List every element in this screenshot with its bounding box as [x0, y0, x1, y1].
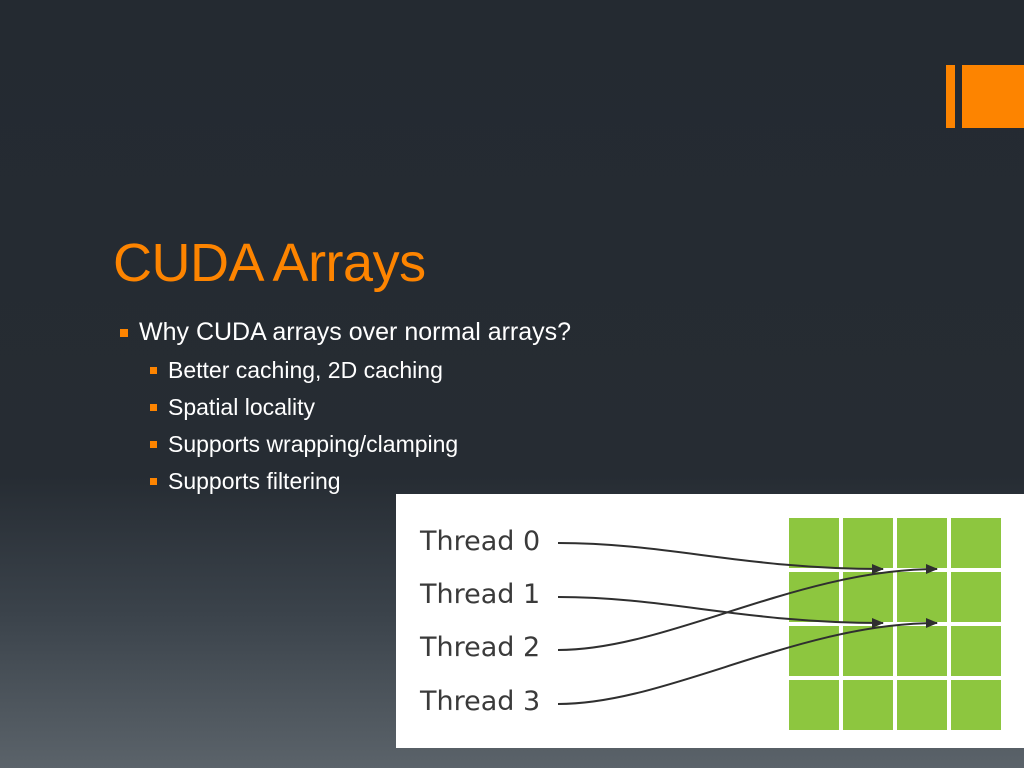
grid-cell: [789, 680, 839, 730]
grid-cell: [897, 626, 947, 676]
accent-bar-thick: [962, 65, 1024, 128]
grid-cell: [789, 518, 839, 568]
thread-arrow: [557, 564, 938, 651]
thread-mapping-diagram: [557, 518, 1001, 730]
accent-bar-thin: [946, 65, 955, 128]
grid-cell: [951, 572, 1001, 622]
bullet-main: Why CUDA arrays over normal arrays?: [120, 318, 571, 347]
sub-bullet: Spatial locality: [150, 394, 315, 421]
grid-cell: [951, 626, 1001, 676]
sub-bullet-text: Spatial locality: [168, 394, 316, 420]
thread-label: Thread 1: [420, 579, 541, 610]
grid-cell: [843, 680, 893, 730]
grid-cell: [843, 518, 893, 568]
thread-label: Thread 3: [420, 686, 541, 717]
grid-cell: [897, 572, 947, 622]
sub-bullet: Better caching, 2D caching: [150, 357, 443, 384]
sub-bullet-text: Supports wrapping/clamping: [168, 431, 459, 457]
thread-arrow: [557, 596, 884, 628]
sub-bullet-text: Better caching, 2D caching: [168, 357, 443, 383]
square-bullet-icon: [150, 404, 157, 411]
sub-bullet: Supports wrapping/clamping: [150, 431, 458, 458]
square-bullet-icon: [120, 328, 128, 337]
slide-title: CUDA Arrays: [113, 233, 426, 293]
grid-cell: [789, 626, 839, 676]
thread-arrow: [557, 618, 938, 705]
grid-cell: [951, 680, 1001, 730]
grid-cell: [843, 626, 893, 676]
square-bullet-icon: [150, 367, 157, 374]
thread-label: Thread 2: [420, 632, 541, 663]
thread-mapping-figure: Thread 0 Thread 1 Thread 2 Thread 3: [396, 494, 1024, 748]
square-bullet-icon: [150, 441, 157, 448]
thread-arrow: [557, 542, 884, 574]
thread-label: Thread 0: [420, 526, 541, 557]
grid-cell: [897, 518, 947, 568]
bullet-main-text: Why CUDA arrays over normal arrays?: [139, 318, 572, 346]
grid-cell: [951, 518, 1001, 568]
sub-bullet: Supports filtering: [150, 468, 341, 495]
sub-bullet-text: Supports filtering: [168, 468, 341, 494]
square-bullet-icon: [150, 478, 157, 485]
grid-cell: [897, 680, 947, 730]
grid-cell: [843, 572, 893, 622]
grid-cell: [789, 572, 839, 622]
